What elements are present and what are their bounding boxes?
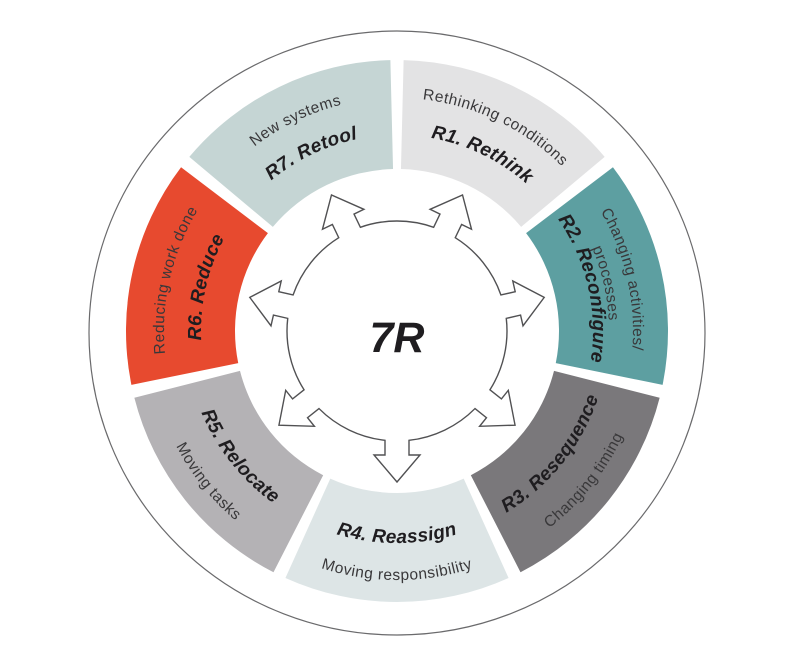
center-label: 7R: [370, 314, 425, 362]
segment-shape-r5: [134, 370, 324, 573]
segment-shape-r6: [125, 167, 268, 385]
outer-circle: [88, 30, 706, 636]
segment-shape-r1: [400, 60, 605, 227]
center-gear-arrows-icon: [248, 193, 546, 484]
segment-shape-r2: [526, 167, 668, 385]
center-gear: [248, 193, 546, 484]
segment-shape-r4: [285, 478, 509, 602]
segment-shape-r7: [189, 60, 394, 227]
segment-shape-r3: [470, 370, 660, 573]
